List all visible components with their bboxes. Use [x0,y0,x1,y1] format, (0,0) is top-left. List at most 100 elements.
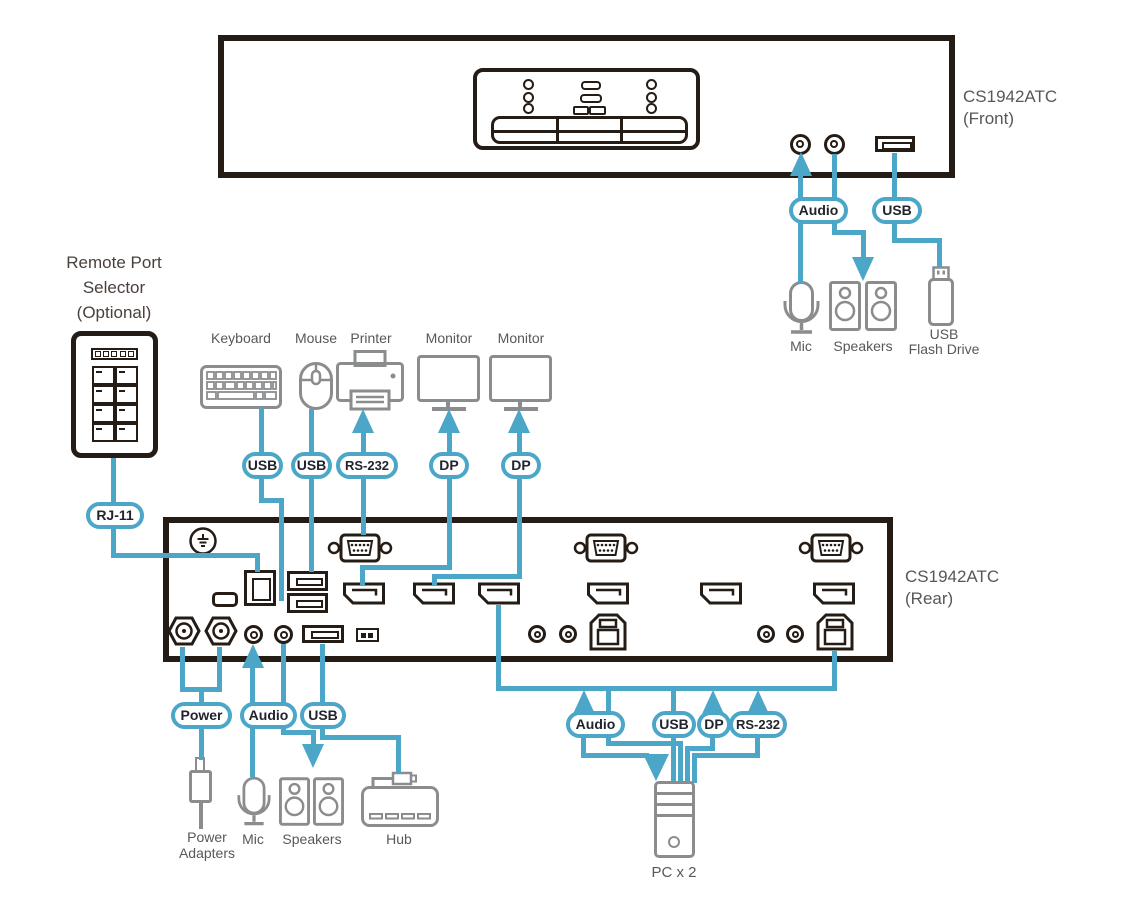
front-indicator-icon [573,106,589,115]
front-speaker-jack [824,134,845,155]
pc-bundle-stub-usb [832,651,837,691]
rj11-cable [111,553,260,558]
pc-audio-arrow-icon [573,690,595,714]
monitor2-arrow-icon [508,409,530,433]
pc-tower-vent [657,814,692,817]
pc1-usb-b-port [589,613,627,651]
pc-rs232-cable [692,753,697,783]
pc-tower-icon [654,781,695,858]
keyboard-usb-cable [259,498,284,503]
front-usb-cable-label: USB [872,197,922,224]
monitor-stand [518,402,522,408]
pc-rs232-arrow-icon [747,690,769,714]
pc-audio-cable [678,741,683,783]
console-speakers-label: Speakers [282,831,342,847]
displayport-port [700,582,742,605]
front-speaker-cable [861,230,866,259]
front-speakers-label: Speakers [833,338,893,354]
console-mic-arrow-icon [242,644,264,668]
pc1-mic-jack [528,625,546,643]
dc-port [212,592,238,607]
front-audio-cable-label: Audio [789,197,848,224]
pc-bundle-bus [496,686,837,691]
pc-dp-cable [685,746,690,783]
pc-usb-cable [671,690,676,714]
mouse-icon [299,362,333,410]
power-adapters-label: Power Adapters [147,829,267,861]
front-pushbuttons [491,116,688,144]
printer-rs232-cable [361,430,366,535]
button-divider [620,119,623,141]
remote-selector-title: Remote Port Selector (Optional) [34,250,194,325]
power-adapters-label-1: Power [187,829,227,845]
usb-port-slot [882,142,912,150]
power-socket [167,616,201,646]
dip-switch-toggle [368,632,373,638]
hub-label: Hub [386,831,412,847]
speaker-icon [313,777,344,826]
pc-audio-cable [581,753,649,758]
power-cable [180,647,185,692]
front-indicator-icon [580,94,602,103]
front-speaker-cable [832,154,837,235]
displayport-port [413,582,455,605]
remote-port-selector-icon [71,331,158,458]
printer-label: Printer [350,330,392,346]
pc-audio-cable-label: Audio [566,711,625,738]
front-side: (Front) [963,109,1014,128]
front-usb-cable [937,238,942,268]
monitor1-dp-cable [360,565,365,585]
pc2-mic-jack [757,625,775,643]
console-mic-label: Mic [242,831,264,847]
usb-hub-icon [361,771,439,827]
front-led-icon [646,92,657,103]
printer-rs232-cable-label: RS-232 [336,452,398,479]
mouse-label: Mouse [294,330,338,346]
front-indicator-icon [581,81,601,90]
rj11-cable [255,553,260,572]
grounding-terminal-icon [189,527,217,555]
pc-audio-cable [606,690,611,714]
pc-usb-cable-label: USB [652,711,696,738]
monitor-icon [417,355,480,402]
rear-panel-title: CS1942ATC (Rear) [905,566,999,610]
power-socket [204,616,238,646]
usb-port-slot [296,600,323,608]
usb-port-slot [311,631,339,639]
front-led-icon [523,92,534,103]
power-cable [217,647,222,692]
monitor2-dp-cable [517,430,522,579]
console-usb-cable [320,735,401,740]
rear-model: CS1942ATC [905,567,1000,586]
rs232-db9-port [573,533,639,563]
keyboard-usb-cable-label: USB [242,452,283,479]
selector-led-bar [91,348,138,360]
pc2-usb-b-port [816,613,854,651]
printer-icon [336,350,404,411]
pc-usb-cable [671,736,676,783]
rs232-db9-port [327,533,393,563]
monitor2-dp-cable [432,574,437,585]
console-usb-cable-label: USB [300,702,346,729]
pc-tower-vent [657,803,692,806]
speaker-icon [829,281,861,331]
monitor2-label: Monitor [497,330,545,346]
pc-rs232-cable [692,753,760,758]
front-panel [218,35,955,178]
keyboard-icon [200,365,282,409]
front-control-module [473,68,700,150]
power-adapters-label-2: Adapters [178,845,236,861]
mouse-usb-cable-label: USB [291,452,332,479]
front-usb-cable [892,238,942,243]
usb-flash-label-1: USB [929,326,959,342]
pc-dp-cable [685,746,715,751]
selector-button-grid [92,366,138,442]
front-indicator-icon [589,106,606,115]
monitor-stand [446,402,450,408]
usb-flash-label-2: Flash Drive [908,341,980,357]
pc-tower-vent [657,792,692,795]
rs232-db9-port [798,533,864,563]
pc2-audio-jack [786,625,804,643]
rear-side: (Rear) [905,589,954,608]
